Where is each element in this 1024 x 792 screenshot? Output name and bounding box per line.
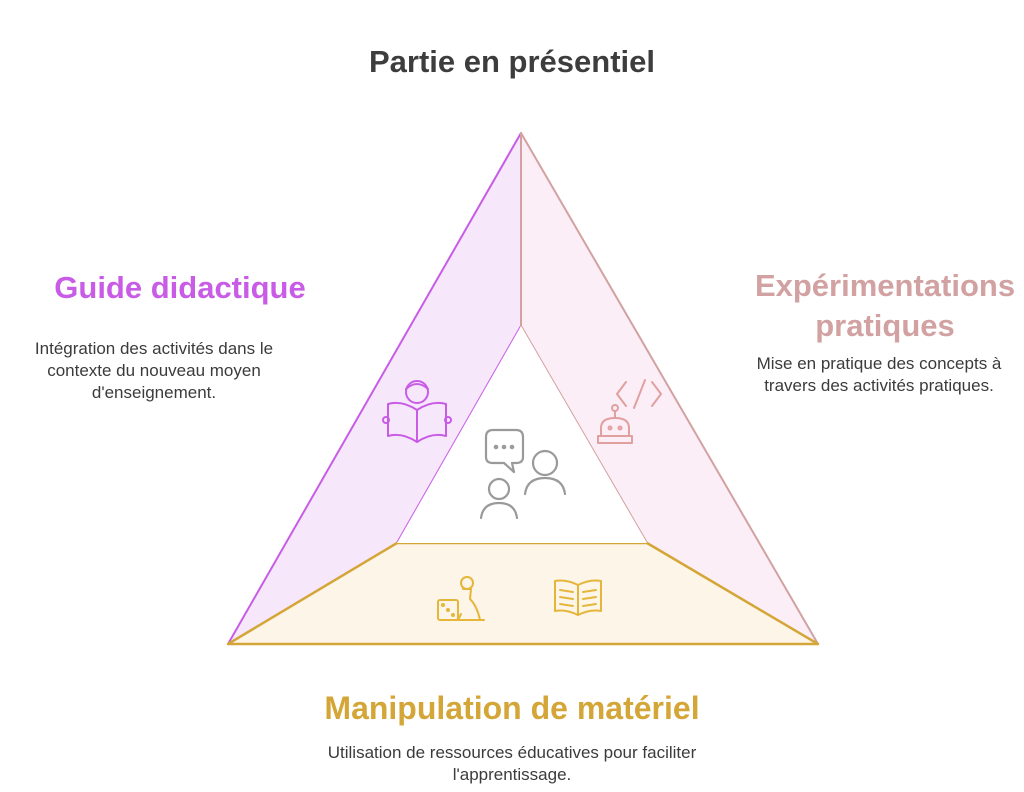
diagram-title: Partie en présentiel <box>368 44 655 79</box>
guide-title: Guide didactique <box>54 270 306 305</box>
guide-description: Intégration des activités dans le contex… <box>34 339 274 402</box>
manipulation-description: Utilisation de ressources éducatives pou… <box>327 743 697 784</box>
dice-pawn-icon <box>437 576 485 621</box>
experimentation-title: Expérimentations pratiques <box>754 268 1016 343</box>
experimentation-description: Mise en pratique des concepts à travers … <box>756 354 1002 395</box>
reading-child-icon <box>382 380 452 443</box>
coding-robot-icon <box>597 379 662 444</box>
open-book-icon <box>554 579 602 616</box>
manipulation-title: Manipulation de matériel <box>324 690 700 726</box>
discussion-people-icon <box>479 428 567 520</box>
